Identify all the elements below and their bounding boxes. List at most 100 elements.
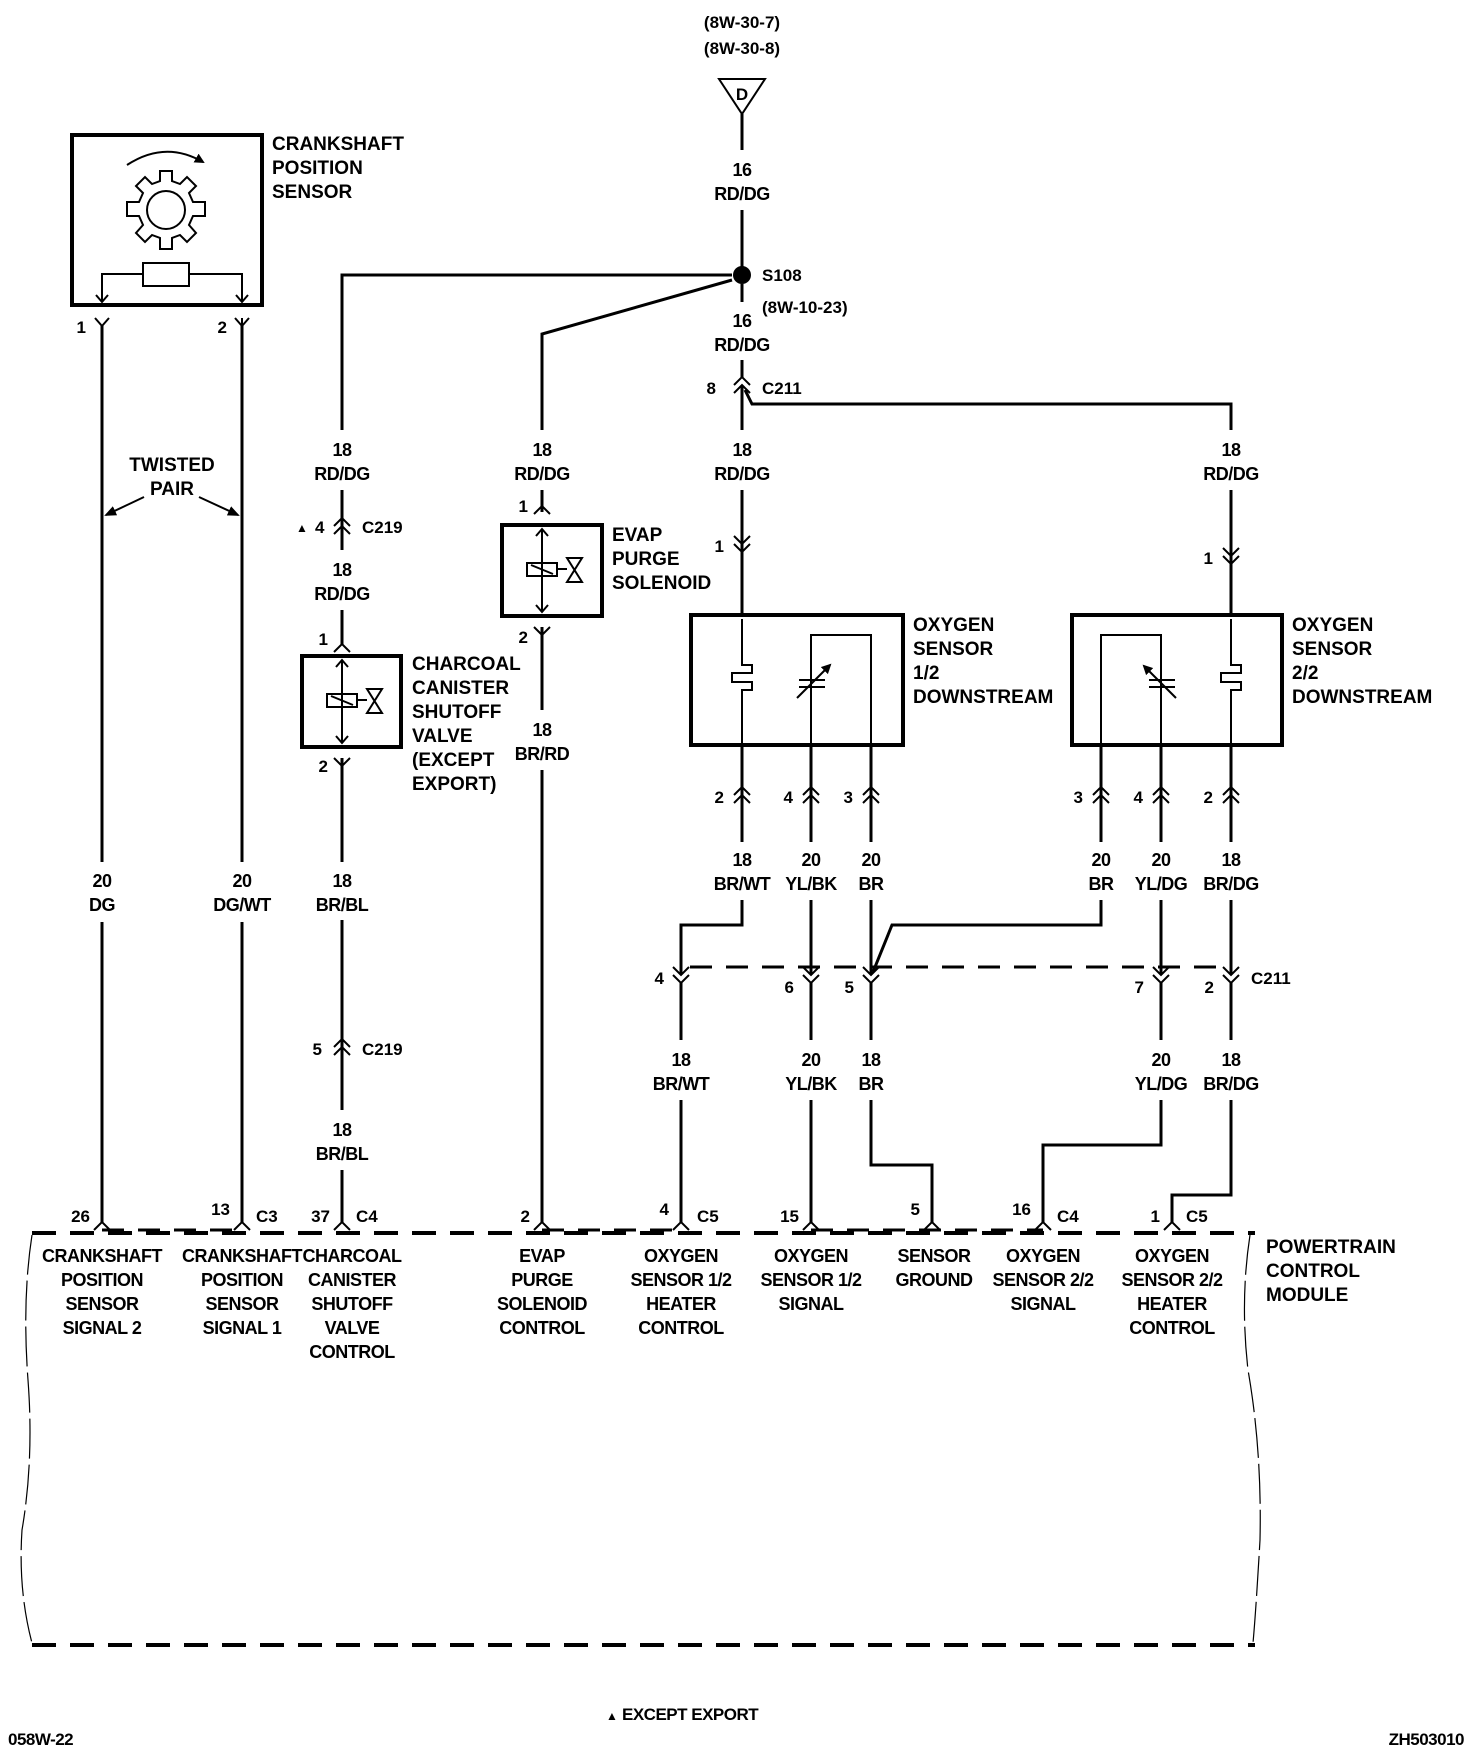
- charcoal-feed-a-color: RD/DG: [314, 464, 370, 484]
- o2-22-signal-b-gauge: 20: [1151, 1050, 1171, 1070]
- connector-d[interactable]: D: [717, 78, 767, 116]
- evap-feed-color: RD/DG: [514, 464, 570, 484]
- svg-text:C5: C5: [697, 1207, 719, 1226]
- c211-bottom-pin-6: 6: [785, 978, 794, 997]
- c211-top-connector[interactable]: 8 C211: [707, 375, 802, 398]
- evap-feed-gauge: 18: [532, 440, 552, 460]
- wire-o2-22-signal-b-lower[interactable]: [1041, 1100, 1163, 1222]
- wire-o2-12-heater-route[interactable]: [679, 900, 744, 975]
- o2-12-top-pin: 1: [715, 537, 724, 556]
- svg-text:SENSOR 2/2: SENSOR 2/2: [992, 1270, 1094, 1290]
- pcm-terminal-4[interactable]: 4 C5: [660, 1200, 719, 1226]
- o2-22-label-1: OXYGEN: [1292, 615, 1373, 636]
- svg-text:SOLENOID: SOLENOID: [497, 1294, 588, 1314]
- crank-sensor-label-3: SENSOR: [272, 182, 353, 203]
- evap-pin-1: 1: [519, 497, 528, 516]
- svg-text:SIGNAL: SIGNAL: [1010, 1294, 1076, 1314]
- o2-12-heater-b-color: BR/WT: [653, 1074, 710, 1094]
- oxygen-sensor-2-2[interactable]: [1070, 613, 1284, 747]
- svg-text:26: 26: [71, 1207, 90, 1226]
- pcm-terminal-15[interactable]: 15: [780, 1207, 799, 1226]
- svg-text:SENSOR 1/2: SENSOR 1/2: [630, 1270, 732, 1290]
- pcm-terminal-16[interactable]: 16 C4: [1012, 1200, 1079, 1226]
- crank-sensor-label-1: CRANKSHAFT: [272, 134, 404, 155]
- svg-text:C4: C4: [356, 1207, 378, 1226]
- powertrain-control-module[interactable]: [20, 1231, 1261, 1647]
- splice-s108-dot-icon[interactable]: [733, 266, 751, 284]
- svg-text:CONTROL: CONTROL: [638, 1318, 724, 1338]
- svg-text:OXYGEN: OXYGEN: [774, 1246, 848, 1266]
- svg-text:SIGNAL: SIGNAL: [778, 1294, 844, 1314]
- oxygen-sensor-1-2[interactable]: [689, 613, 905, 747]
- o2-12-pin-b: 4: [784, 788, 794, 807]
- footer-note: EXCEPT EXPORT: [622, 1705, 759, 1724]
- wire-o2-22-ground-route[interactable]: [871, 900, 1103, 973]
- wire-o2-22-heater-b-lower[interactable]: [1170, 1100, 1233, 1222]
- c211-bottom-connector[interactable]: 4 6 5 7 2 C211: [655, 965, 1291, 997]
- splice-id: S108: [762, 266, 802, 285]
- svg-text:POSITION: POSITION: [201, 1270, 283, 1290]
- charcoal-label-3: SHUTOFF: [412, 702, 501, 723]
- c219-lower-connector[interactable]: 5 C219: [313, 1037, 403, 1059]
- o2-12-heater-a-color: BR/WT: [714, 874, 771, 894]
- wire-s108-to-charcoal[interactable]: [340, 273, 732, 430]
- solenoid-valve-icon: [526, 557, 584, 583]
- o2-12-label-1: OXYGEN: [913, 615, 994, 636]
- charcoal-label-5: (EXCEPT: [412, 750, 495, 771]
- o2-22-signal-a-gauge: 20: [1151, 850, 1171, 870]
- splice-out-color: RD/DG: [714, 335, 770, 355]
- connector-d-triangle-icon: [717, 78, 767, 116]
- crank-pin-2: 2: [218, 318, 227, 337]
- c219-marker: ▲: [296, 521, 308, 535]
- resistor-icon: [95, 262, 249, 304]
- charcoal-canister-valve[interactable]: [300, 654, 403, 749]
- pcm-terminal-13[interactable]: 13 C3: [211, 1200, 278, 1226]
- o2-22-label-2: SENSOR: [1292, 639, 1373, 660]
- rotation-arrow-icon: [126, 150, 205, 166]
- svg-text:OXYGEN: OXYGEN: [1135, 1246, 1209, 1266]
- svg-text:C4: C4: [1057, 1207, 1079, 1226]
- wire-ground-b-lower[interactable]: [869, 1100, 934, 1222]
- charcoal-ctrl-b-color: BR/BL: [316, 1144, 369, 1164]
- evap-ctrl-color: BR/RD: [515, 744, 570, 764]
- footer-note-marker: ▲: [606, 1709, 617, 1723]
- o2-22-signal-a-color: YL/DG: [1135, 874, 1188, 894]
- pcm-terminal-2[interactable]: 2: [521, 1207, 530, 1226]
- o2-12-label-4: DOWNSTREAM: [913, 687, 1053, 708]
- charcoal-label-2: CANISTER: [412, 678, 509, 699]
- pcm-terminal-26[interactable]: 26: [71, 1207, 90, 1226]
- crank-sensor-label-2: POSITION: [272, 158, 363, 179]
- svg-text:5: 5: [911, 1200, 920, 1219]
- charcoal-ctrl-a-gauge: 18: [332, 871, 352, 891]
- o2-22-heater-a-gauge: 18: [1221, 850, 1241, 870]
- o2-22-bottom-connectors[interactable]: 3 4 2: [1074, 785, 1240, 807]
- evap-label-3: SOLENOID: [612, 573, 711, 594]
- svg-text:1: 1: [1151, 1207, 1160, 1226]
- top-reference: (8W-30-7) (8W-30-8): [704, 13, 780, 58]
- o2-22-ground-a-color: BR: [1089, 874, 1114, 894]
- o2-12-ground-a-gauge: 20: [861, 850, 881, 870]
- o2-22-feed-color: RD/DG: [1203, 464, 1259, 484]
- o2-12-top-connector-icon: [733, 535, 751, 554]
- pcm-terminal-5[interactable]: 5: [911, 1200, 920, 1219]
- svg-text:CRANKSHAFT: CRANKSHAFT: [42, 1246, 162, 1266]
- c219-upper-connector[interactable]: ▲ 4 C219: [296, 516, 403, 537]
- evap-purge-solenoid[interactable]: [500, 523, 604, 618]
- feed-color: RD/DG: [714, 184, 770, 204]
- pcm-left-edge: [20, 1234, 33, 1644]
- wire-c211-to-o2-22[interactable]: [743, 389, 1233, 430]
- ground-b-color: BR: [859, 1074, 884, 1094]
- svg-text:EVAP: EVAP: [519, 1246, 565, 1266]
- wire-s108-to-evap[interactable]: [540, 278, 733, 430]
- crankshaft-position-sensor[interactable]: [70, 133, 264, 307]
- pcm-terminal-1[interactable]: 1 C5: [1151, 1207, 1208, 1226]
- crank-sig1-gauge: 20: [232, 871, 252, 891]
- crank-sig1-color: DG/WT: [213, 895, 271, 915]
- o2-12-bottom-connectors[interactable]: 2 4 3: [715, 785, 880, 807]
- charcoal-pin1-connector-icon: [333, 642, 351, 653]
- pcm-terminal-37[interactable]: 37 C4: [311, 1207, 378, 1226]
- twisted-pair-arrow-left-icon: [104, 496, 145, 516]
- charcoal-pin-1: 1: [319, 630, 328, 649]
- o2-22-heater-b-gauge: 18: [1221, 1050, 1241, 1070]
